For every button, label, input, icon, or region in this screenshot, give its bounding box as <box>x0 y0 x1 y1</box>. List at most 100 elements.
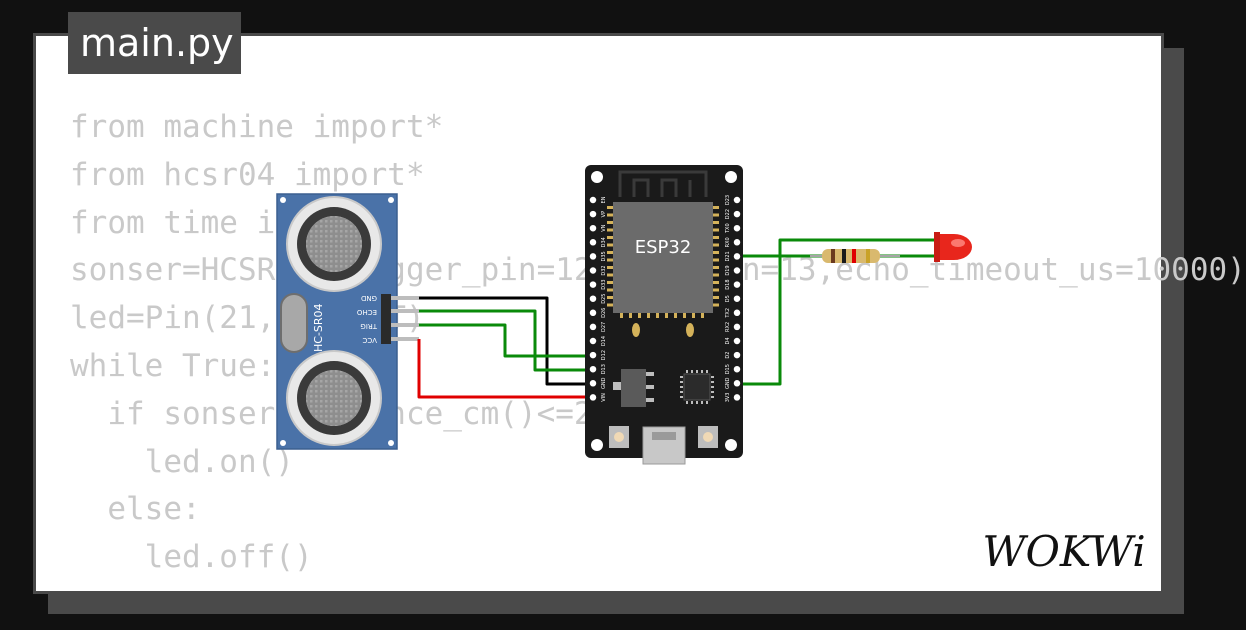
board-pin-label: D34 <box>601 237 607 247</box>
usb-port <box>642 426 686 465</box>
board-pin-label: VIN <box>601 393 607 402</box>
resistor[interactable] <box>810 249 900 263</box>
board-pin-label: GND <box>725 377 731 389</box>
circuit-diagram: HC-SR04 GND ECHO TRIG VCC <box>276 165 972 465</box>
board-pin-label: D15 <box>725 364 731 374</box>
board-pin[interactable] <box>588 392 598 403</box>
board-pin-label: RX2 <box>725 322 731 332</box>
board-pin-label: 3V3 <box>725 393 731 403</box>
board-pin[interactable] <box>732 265 742 276</box>
board-pin-label: D35 <box>601 251 607 261</box>
board-pin[interactable] <box>732 223 742 233</box>
transducer-top <box>286 196 382 292</box>
wire-trig <box>419 323 593 358</box>
code-line: from machine import* <box>70 109 444 145</box>
board-pin[interactable] <box>588 308 598 318</box>
module-pads <box>607 206 719 337</box>
board-pin[interactable] <box>588 223 598 233</box>
board-pin[interactable] <box>732 209 742 219</box>
svg-text:TRIG: TRIG <box>360 322 378 330</box>
board-pin-label: D12 <box>601 350 607 360</box>
board-pin-label: D27 <box>601 322 607 332</box>
wire-led-anode <box>737 238 938 258</box>
ultrasonic-sensor[interactable]: HC-SR04 GND ECHO TRIG VCC <box>276 193 419 450</box>
board-pin-label: VP <box>601 211 607 217</box>
board-pin-label: D26 <box>601 308 607 318</box>
crystal <box>280 293 308 353</box>
board-pin[interactable] <box>732 237 742 248</box>
board-pin[interactable] <box>588 237 598 248</box>
board-pin-label: RX0 <box>725 237 731 247</box>
en-button[interactable] <box>698 426 718 448</box>
board-pin[interactable] <box>732 308 742 318</box>
wire-led-cathode <box>737 254 938 386</box>
board-pin[interactable] <box>732 392 742 403</box>
sensor-model-label: HC-SR04 <box>312 303 325 352</box>
board-pin[interactable] <box>732 293 742 304</box>
usb-chip <box>680 370 714 404</box>
board-pin[interactable] <box>588 209 598 219</box>
board-pin-label: EN <box>601 196 607 203</box>
svg-text:HC-SR04: HC-SR04 <box>312 303 325 352</box>
board-pin-label: TX2 <box>725 308 731 319</box>
transducer-bottom <box>286 350 382 446</box>
sensor-pin-labels: GND ECHO TRIG VCC <box>356 294 378 344</box>
board-pin-label: TX0 <box>725 223 731 234</box>
code-line: while True: <box>70 347 276 384</box>
esp32-module <box>613 202 713 313</box>
svg-text:GND: GND <box>361 294 377 302</box>
code-line: else: <box>70 491 201 528</box>
board-pin-label: D2 <box>725 352 731 359</box>
board-pin[interactable] <box>732 350 742 360</box>
board-pin[interactable] <box>732 336 742 346</box>
wokwi-logo: WOKWi <box>982 527 1145 576</box>
chip-label: ESP32 <box>635 237 692 258</box>
file-tab[interactable]: main.py <box>68 12 241 74</box>
board-pins: ENVPVND34D35D32D33D25D26D27D14D12D13GNDV… <box>588 195 742 403</box>
board-pin[interactable] <box>732 251 742 262</box>
board-pin[interactable] <box>732 378 742 389</box>
board-pin[interactable] <box>588 251 598 262</box>
board-pin[interactable] <box>732 195 742 205</box>
board-pin[interactable] <box>732 364 742 374</box>
board-pin[interactable] <box>588 336 598 346</box>
board-pin-label: D32 <box>601 265 607 275</box>
board-pin-label: D22 <box>725 209 731 219</box>
code-line: led.off() <box>70 539 313 576</box>
board-pin-label: VN <box>601 224 607 231</box>
board-pin-label: D33 <box>601 279 607 289</box>
board-pin-label: D4 <box>725 337 731 344</box>
board-pin-label: D13 <box>601 364 607 374</box>
voltage-regulator <box>613 369 654 407</box>
code-line: led.on() <box>70 443 294 480</box>
boot-button[interactable] <box>609 426 629 448</box>
wire-echo <box>419 309 593 372</box>
board-pin-label: D5 <box>725 295 731 302</box>
sensor-pin-header <box>381 294 419 344</box>
board-pin[interactable] <box>588 279 598 290</box>
board-pin[interactable] <box>588 195 598 205</box>
board-pin[interactable] <box>588 378 598 389</box>
wires <box>417 238 938 399</box>
board-pin[interactable] <box>588 293 598 304</box>
board-pin-label: D23 <box>725 195 731 205</box>
code-line: from hcsr04 import* <box>70 156 425 193</box>
board-pin-label: D14 <box>601 336 607 346</box>
board-pin-label: D19 <box>725 265 731 275</box>
board-pin[interactable] <box>732 322 742 332</box>
board-pin[interactable] <box>732 279 742 290</box>
code-listing: from machine import*from hcsr04 import*f… <box>70 104 1246 582</box>
board-pin[interactable] <box>588 350 598 360</box>
wire-vcc <box>417 339 593 399</box>
red-led[interactable] <box>934 232 972 262</box>
wire-gnd <box>419 296 593 386</box>
board-pin-label: GND <box>601 377 607 389</box>
board-pin[interactable] <box>588 364 598 374</box>
board-pin[interactable] <box>588 265 598 276</box>
board-pin-label: D21 <box>725 251 731 261</box>
code-line: if sonser.distance_cm()<=200: <box>107 395 649 432</box>
board-pin[interactable] <box>588 322 598 332</box>
antenna <box>618 170 708 197</box>
svg-text:ECHO: ECHO <box>356 308 377 316</box>
